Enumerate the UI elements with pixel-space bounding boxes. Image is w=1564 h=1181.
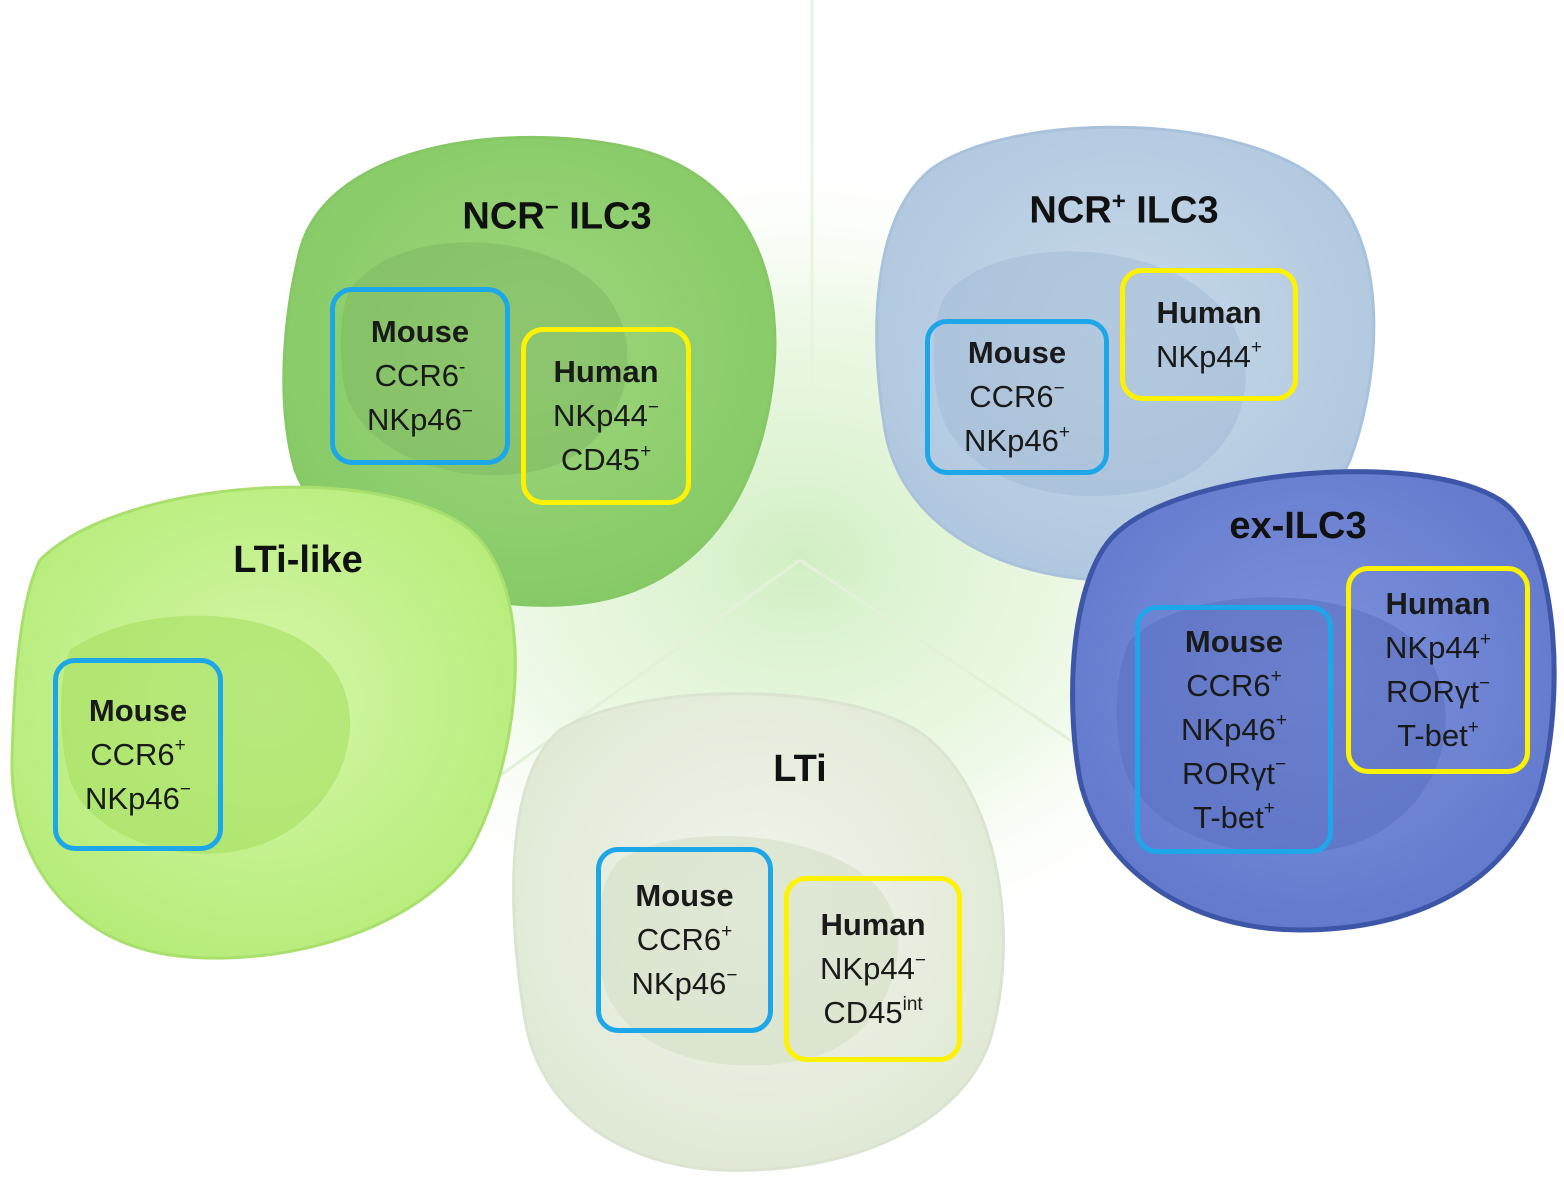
ncr-neg-ilc3-nucleus [340, 242, 628, 476]
marker-sign: − [1274, 754, 1287, 776]
marker-name: NKp44 [1385, 630, 1480, 665]
marker: NKp44− [820, 947, 926, 991]
marker-sign: int [902, 993, 923, 1015]
human-header: Human [1385, 586, 1491, 621]
marker-sign: − [1478, 672, 1491, 694]
human-header: Human [553, 354, 659, 389]
ex-ilc3-human-box: Human NKp44+ RORγt− T-bet+ [1346, 566, 1530, 774]
marker: NKp46− [632, 962, 738, 1006]
marker-name: T-bet [1193, 799, 1264, 835]
ncr-neg-ilc3-title: NCR− ILC3 [462, 196, 651, 236]
marker: CCR6+ [637, 918, 733, 962]
ex-ilc3-title: ex-ILC3 [1229, 505, 1367, 547]
title-sup: + [1111, 188, 1126, 215]
marker-name: CD45 [560, 442, 641, 477]
marker-name: NKp46 [964, 423, 1059, 458]
marker-sign: + [640, 440, 652, 462]
marker: CCR6+ [1186, 664, 1282, 708]
marker-sign: − [647, 396, 659, 418]
background-divider [479, 558, 801, 792]
marker: NKp44+ [1385, 626, 1491, 670]
marker-sign: − [179, 779, 191, 801]
marker-sign: - [459, 356, 466, 378]
marker-name: CCR6 [636, 922, 722, 957]
marker: NKp44+ [1156, 335, 1262, 379]
marker-name: NKp44 [820, 951, 915, 986]
title-sup: − [544, 194, 559, 221]
ncr-neg-mouse-box: Mouse CCR6- NKp46− [330, 287, 510, 465]
marker: CCR6+ [90, 733, 186, 777]
marker-sign: + [1263, 798, 1275, 820]
marker-sign: + [721, 920, 733, 942]
marker-sign: + [1275, 710, 1287, 732]
ncr-pos-ilc3-nucleus [933, 251, 1246, 497]
marker: NKp46− [367, 398, 473, 442]
marker: NKp46+ [1181, 708, 1287, 752]
lti-nucleus [597, 836, 898, 1066]
marker-name: CD45 [823, 995, 903, 1030]
marker-sign: − [1053, 377, 1065, 399]
marker-name: NKp46 [631, 966, 727, 1001]
marker: CD45+ [561, 438, 651, 482]
marker-name: NKp44 [553, 398, 648, 433]
marker: CCR6- [375, 354, 466, 398]
lti-human-box: Human NKp44− CD45int [784, 876, 962, 1062]
marker-name: NKp46 [1181, 711, 1276, 747]
marker: RORγt− [1386, 670, 1490, 714]
marker: CCR6− [969, 375, 1065, 419]
marker-sign: − [461, 400, 473, 422]
mouse-header: Mouse [635, 878, 734, 913]
lti-like-nucleus [61, 615, 351, 854]
ncr-pos-ilc3-title: NCR+ ILC3 [1029, 190, 1218, 230]
marker: CD45int [823, 991, 922, 1035]
mouse-header: Mouse [370, 314, 470, 349]
mouse-header: Mouse [967, 335, 1067, 370]
ncr-pos-human-box: Human NKp44+ [1120, 268, 1298, 401]
ex-ilc3-mouse-box: Mouse CCR6+ NKp46+ RORγt− T-bet+ [1135, 605, 1333, 854]
marker-name: T-bet [1397, 718, 1468, 753]
marker-name: NKp46 [85, 780, 180, 816]
title-suffix: ILC3 [558, 195, 652, 238]
marker: NKp46− [85, 777, 191, 821]
marker-name: CCR6 [90, 736, 175, 772]
marker: T-bet+ [1397, 714, 1479, 758]
human-header: Human [820, 907, 926, 942]
marker-name: RORγt [1181, 755, 1275, 791]
lti-like-title: LTi-like [233, 539, 363, 581]
mouse-header: Mouse [1184, 623, 1284, 659]
lti-mouse-box: Mouse CCR6+ NKp46− [596, 847, 773, 1033]
lti-title: LTi [773, 748, 827, 790]
title-suffix: ILC3 [1125, 189, 1219, 232]
lti-like-mouse-box: Mouse CCR6+ NKp46− [53, 658, 223, 851]
marker-name: NKp46 [367, 402, 462, 437]
title-text: NCR [1029, 189, 1112, 232]
ncr-pos-mouse-box: Mouse CCR6− NKp46+ [925, 319, 1109, 475]
marker: NKp44− [553, 394, 659, 438]
title-text: NCR [462, 195, 545, 238]
human-header: Human [1156, 294, 1262, 330]
marker-sign: + [1467, 716, 1479, 738]
marker: NKp46+ [964, 419, 1070, 463]
background-divider [799, 558, 1101, 762]
marker-name: CCR6 [969, 379, 1054, 414]
marker-sign: + [1058, 421, 1070, 443]
marker: RORγt− [1182, 752, 1286, 796]
marker-sign: + [1270, 666, 1282, 688]
marker-sign: − [914, 949, 926, 971]
marker-sign: + [1250, 337, 1262, 359]
marker-name: CCR6 [1186, 667, 1271, 703]
marker-name: RORγt [1385, 674, 1479, 709]
marker-sign: + [174, 735, 186, 757]
marker-sign: + [1479, 628, 1491, 650]
mouse-header: Mouse [88, 692, 188, 728]
marker-name: NKp44 [1156, 338, 1251, 374]
marker-sign: − [726, 964, 738, 986]
ncr-neg-human-box: Human NKp44− CD45+ [521, 327, 691, 505]
marker-name: CCR6 [374, 358, 460, 393]
marker: T-bet+ [1193, 796, 1275, 840]
ex-ilc3-nucleus [1116, 597, 1446, 854]
